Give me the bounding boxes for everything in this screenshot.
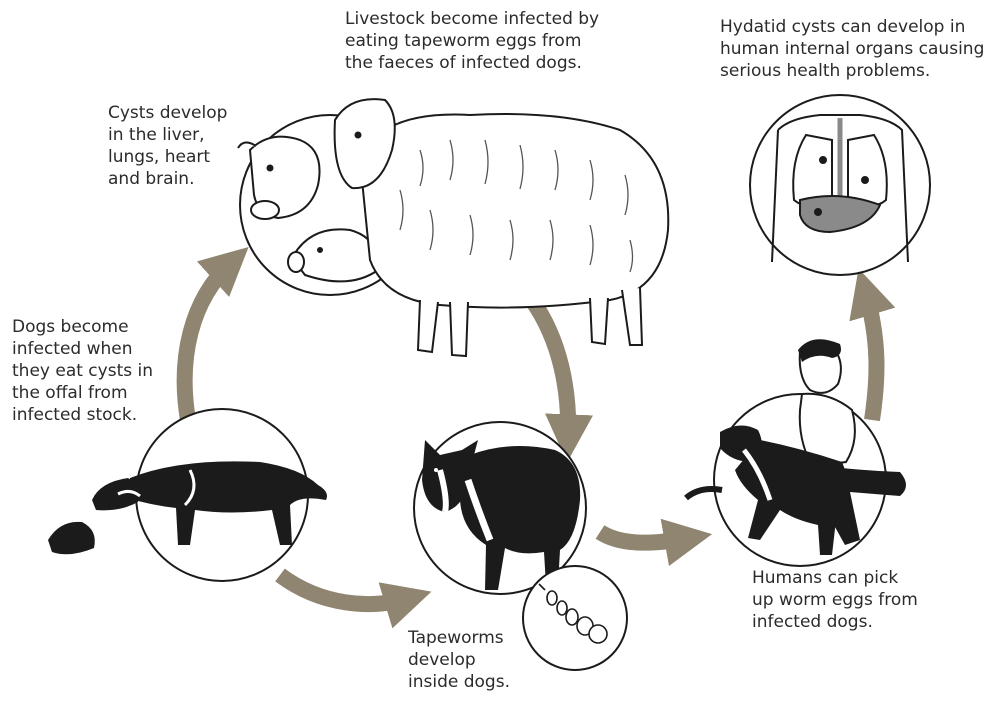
arrow-offal-to-tapeworm (280, 575, 410, 604)
organs-group (750, 95, 930, 275)
caption-livestock: Livestock become infected by eating tape… (345, 8, 645, 74)
caption-humans: Humans can pick up worm eggs from infect… (752, 567, 952, 633)
caption-hydatid: Hydatid cysts can develop in human inter… (720, 16, 1003, 82)
caption-dogs: Dogs become infected when they eat cysts… (12, 316, 182, 426)
caption-tapeworms: Tapeworms develop inside dogs. (408, 627, 568, 693)
arrow-livestock-to-dog (532, 300, 568, 440)
arrow-dog-to-livestock (185, 262, 232, 420)
sheep-icon (335, 99, 669, 356)
offal-icon (48, 522, 95, 554)
arrow-human-to-organs (865, 290, 876, 420)
arrow-dog-to-human (600, 532, 690, 543)
dog-eating-group (48, 409, 327, 581)
caption-cysts: Cysts develop in the liver, lungs, heart… (108, 102, 258, 190)
